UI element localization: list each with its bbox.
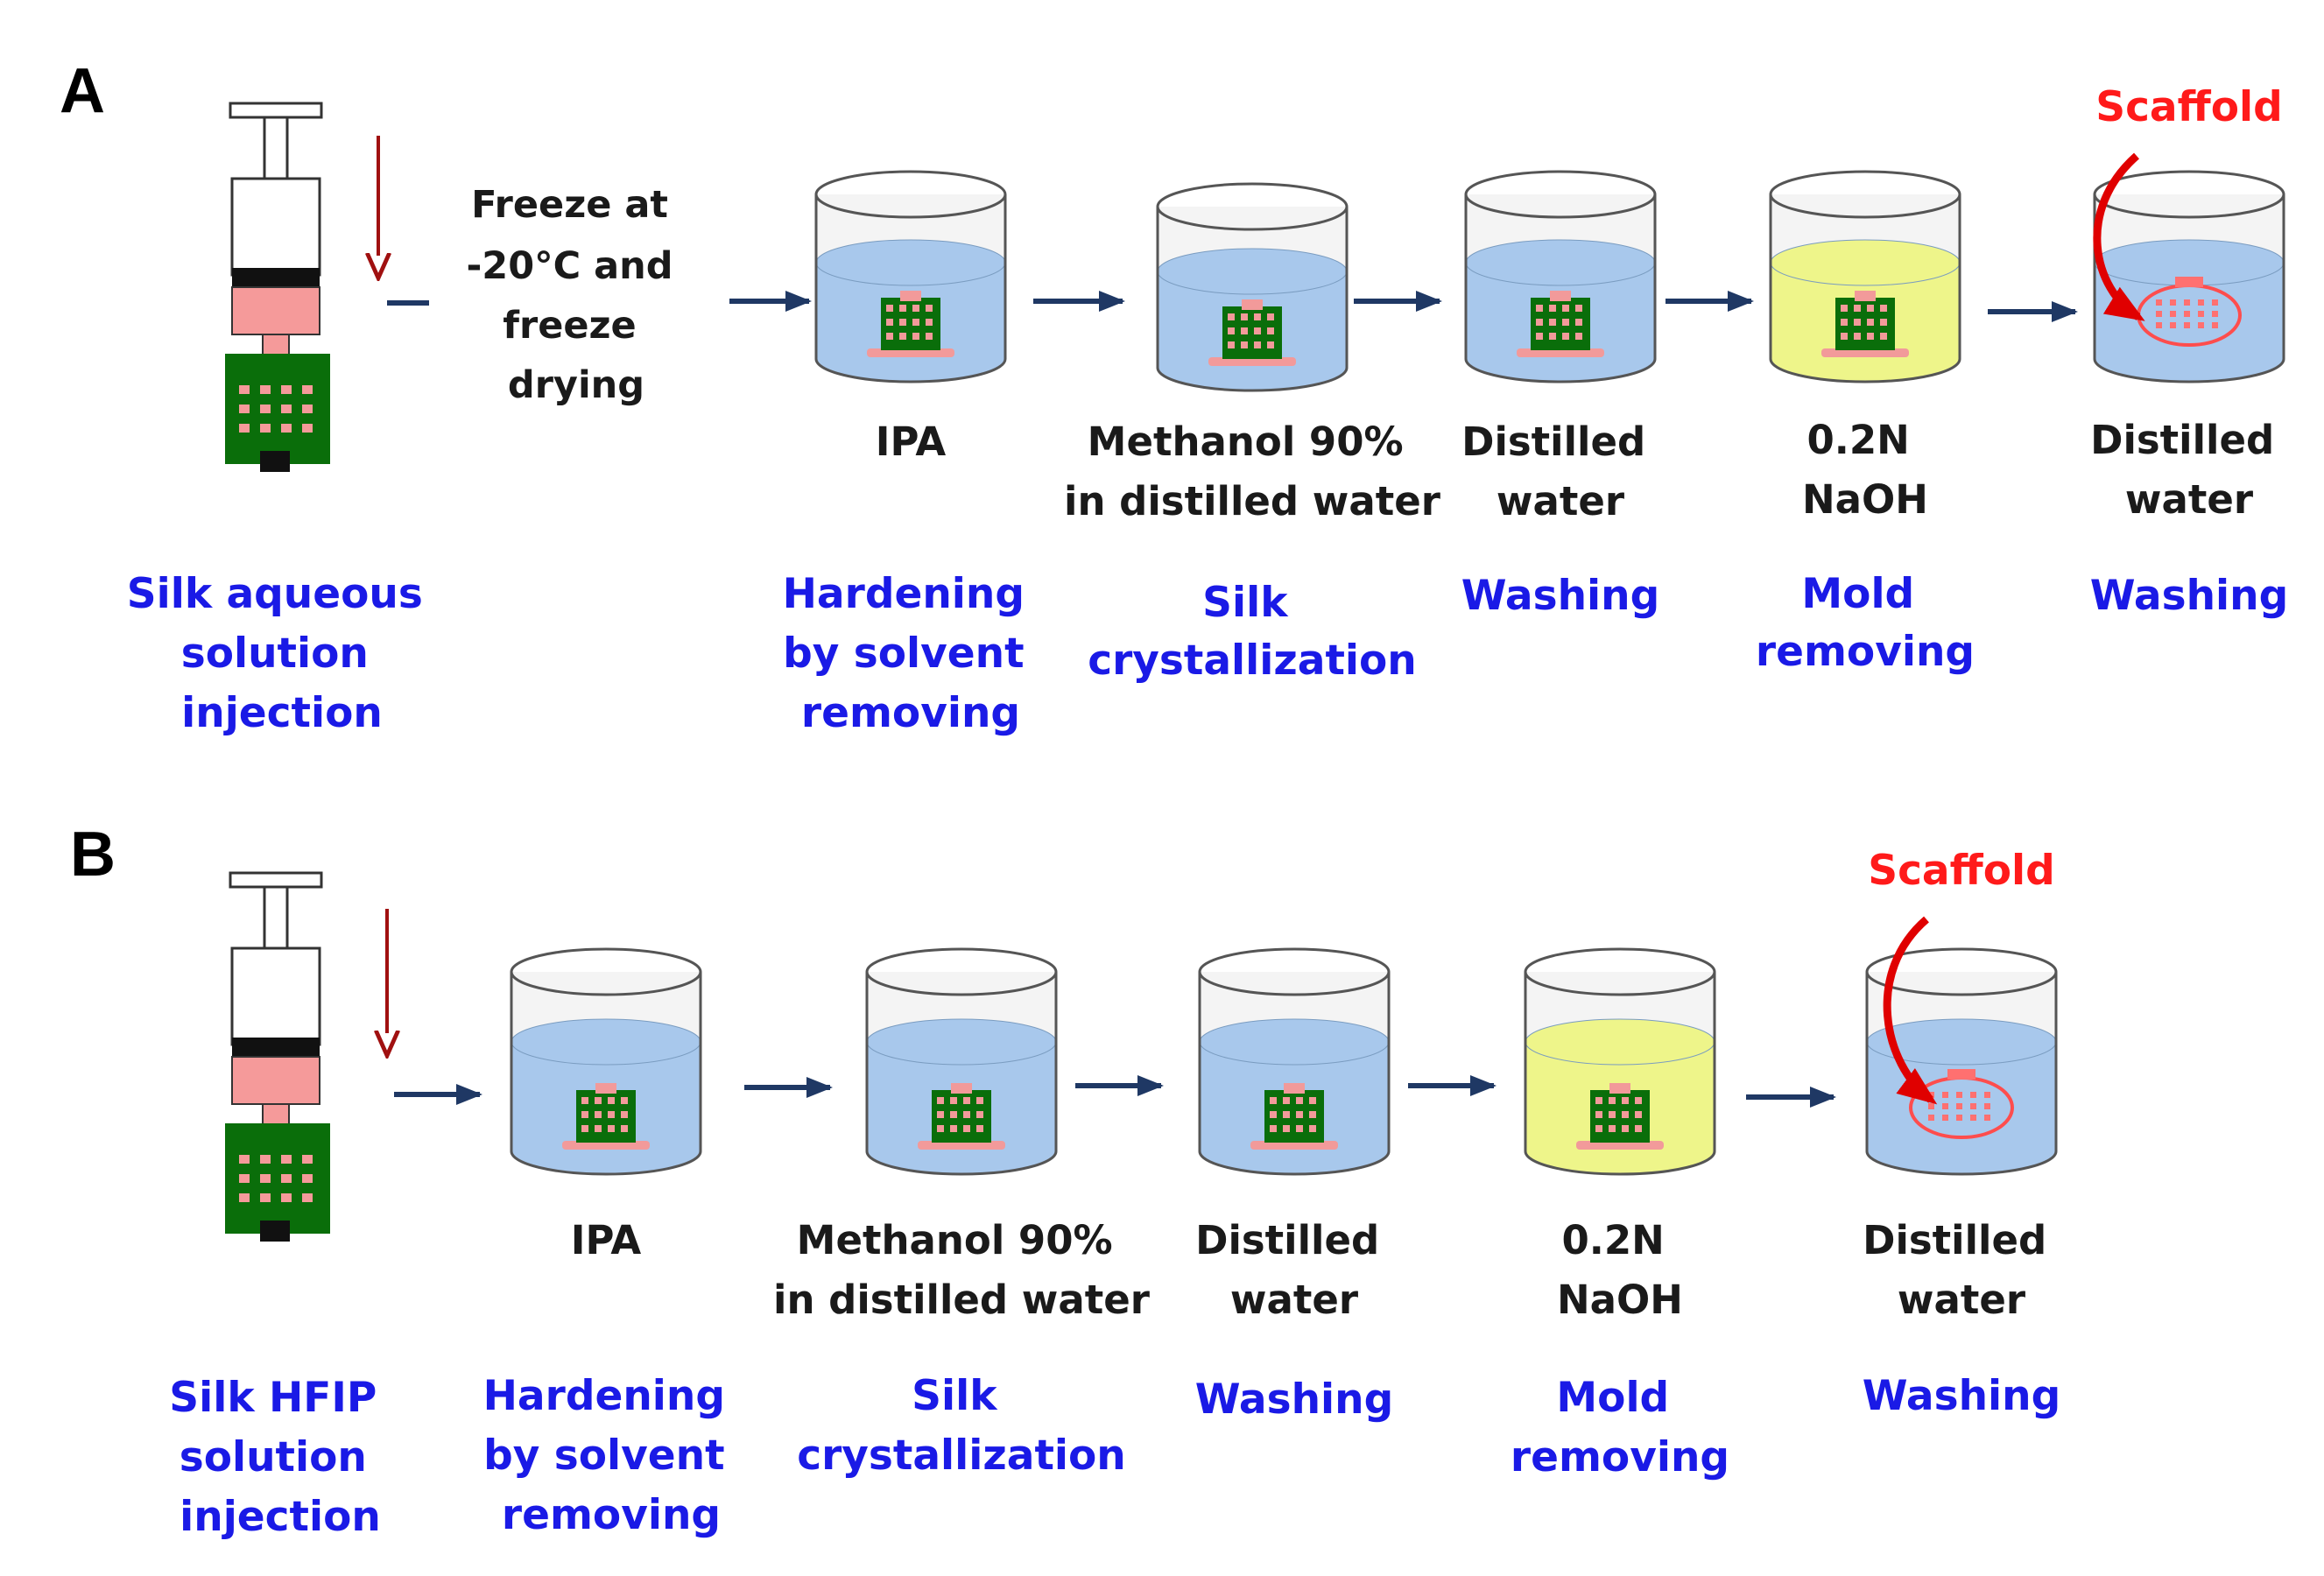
silk-mold-icon bbox=[918, 1083, 1005, 1150]
scaffold-label: Scaffold bbox=[2095, 83, 2283, 131]
step-label: Mold removing bbox=[1511, 1374, 1729, 1481]
beaker-icon bbox=[1865, 947, 2058, 1176]
beaker-icon bbox=[1156, 182, 1349, 392]
liquid-label: Distilled water bbox=[1461, 419, 1659, 524]
silk-mold-icon bbox=[1517, 291, 1604, 357]
panel-b: B Scaffold IPA bbox=[70, 820, 2060, 1541]
step-label: Washing bbox=[1195, 1375, 1394, 1424]
liquid-label: Distilled water bbox=[1863, 1217, 2060, 1323]
silk-mold-icon bbox=[867, 291, 954, 357]
beaker-icon bbox=[1464, 170, 1657, 383]
panel-b-letter: B bbox=[70, 820, 116, 890]
liquid-label: 0.2N NaOH bbox=[1557, 1217, 1683, 1323]
liquid-label: Methanol 90% in distilled water bbox=[1064, 419, 1441, 524]
scaffold-arrow-icon bbox=[2093, 152, 2145, 321]
liquid-label: IPA bbox=[571, 1217, 642, 1263]
step-label: Mold removing bbox=[1756, 570, 1975, 676]
step-label: Washing bbox=[1863, 1372, 2061, 1420]
syringe-icon bbox=[225, 871, 330, 1242]
injection-step-label: Silk HFIP solution injection bbox=[169, 1374, 391, 1541]
step-label: Washing bbox=[1461, 572, 1660, 620]
beaker-row bbox=[510, 947, 2058, 1176]
beaker-icon bbox=[1524, 947, 1716, 1176]
step-label: Washing bbox=[2090, 572, 2289, 620]
panel-a: A Freeze at -20°C and freeze drying bbox=[60, 56, 2288, 737]
step-label: Silk crystallization bbox=[1088, 579, 1417, 685]
injection-step-label: Silk aqueous solution injection bbox=[127, 570, 438, 737]
beaker-icon bbox=[2093, 170, 2285, 383]
step-label: Hardening by solvent removing bbox=[783, 570, 1039, 737]
beaker-icon bbox=[510, 947, 702, 1176]
beaker-icon bbox=[814, 170, 1007, 383]
beaker-icon bbox=[865, 947, 1058, 1176]
beaker-icon bbox=[1198, 947, 1391, 1176]
liquid-label: IPA bbox=[876, 419, 947, 465]
beaker-icon bbox=[1769, 170, 1961, 383]
silk-mold-icon bbox=[1250, 1083, 1338, 1150]
silk-mold-icon bbox=[1208, 299, 1296, 366]
syringe-icon bbox=[225, 102, 330, 472]
step-label: Hardening by solvent removing bbox=[483, 1372, 740, 1539]
scaffold-label: Scaffold bbox=[1868, 847, 2055, 895]
silk-mold-icon bbox=[1821, 291, 1909, 357]
scaffold-arrow-icon bbox=[1883, 916, 1938, 1105]
panel-a-letter: A bbox=[60, 56, 105, 126]
step-label: Silk crystallization bbox=[797, 1372, 1126, 1480]
silk-mold-icon bbox=[562, 1083, 650, 1150]
liquid-label: Methanol 90% in distilled water bbox=[773, 1217, 1151, 1323]
freeze-drying-label: Freeze at -20°C and freeze drying bbox=[466, 183, 686, 407]
silk-mold-icon bbox=[1576, 1083, 1664, 1150]
liquid-label: Distilled water bbox=[1195, 1217, 1393, 1323]
beaker-row bbox=[814, 170, 2285, 392]
liquid-label: 0.2N NaOH bbox=[1802, 417, 1928, 523]
liquid-label: Distilled water bbox=[2090, 417, 2288, 523]
